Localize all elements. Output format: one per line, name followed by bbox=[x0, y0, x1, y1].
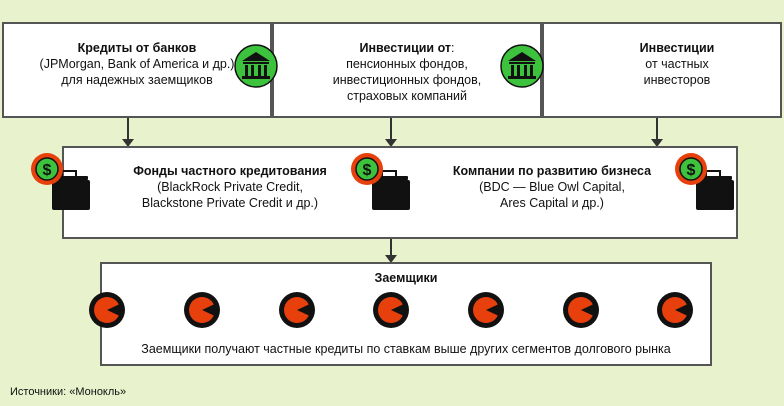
funds-title: Инвестиции от bbox=[359, 41, 452, 55]
funds-line3: страховых компаний bbox=[346, 89, 468, 103]
banks-line1: (JPMorgan, Bank of America и др.) bbox=[39, 57, 235, 71]
banks-title: Кредиты от банков bbox=[77, 41, 197, 55]
borrower-icon bbox=[468, 292, 504, 328]
borrower-icon bbox=[184, 292, 220, 328]
banks-box: Кредиты от банков (JPMorgan, Bank of Ame… bbox=[2, 22, 272, 118]
bdc-line2: Ares Capital и др.) bbox=[500, 196, 604, 210]
funds-title-suffix: : bbox=[451, 41, 455, 55]
arrow-borrowers bbox=[385, 239, 397, 263]
banks-line2: для надежных заемщиков bbox=[61, 73, 213, 87]
borrowers-caption: Заемщики получают частные кредиты по ста… bbox=[141, 342, 671, 356]
svg-text:$: $ bbox=[43, 162, 52, 179]
bdc-title: Компании по развитию бизнеса bbox=[452, 164, 652, 178]
money-briefcase-icon: $ bbox=[351, 153, 410, 210]
credit-funds-title: Фонды частного кредитования bbox=[133, 164, 327, 178]
borrower-icon bbox=[279, 292, 315, 328]
funds-box: Инвестиции от: пенсионных фондов, инвест… bbox=[272, 22, 542, 118]
borrower-icon bbox=[563, 292, 599, 328]
bank-icon bbox=[500, 44, 544, 88]
bank-icon bbox=[234, 44, 278, 88]
bdc-line1: (BDC — Blue Owl Capital, bbox=[479, 180, 625, 194]
borrowers-title: Заемщики bbox=[374, 271, 438, 285]
source-note: Источники: «Монокль» bbox=[10, 386, 127, 398]
borrower-icon bbox=[373, 292, 409, 328]
arrow-banks bbox=[122, 118, 134, 147]
private-box: Инвестиции от частных инвесторов bbox=[542, 22, 782, 118]
private-line2: инвесторов bbox=[643, 73, 711, 87]
funds-line1: пенсионных фондов, bbox=[346, 57, 468, 71]
credit-funds-line1: (BlackRock Private Credit, bbox=[157, 180, 303, 194]
arrow-funds bbox=[385, 118, 397, 147]
credit-funds-block: Фонды частного кредитования (BlackRock P… bbox=[110, 163, 350, 211]
svg-text:$: $ bbox=[687, 162, 696, 179]
private-title: Инвестиции bbox=[639, 41, 715, 55]
credit-funds-line2: Blackstone Private Credit и др.) bbox=[141, 196, 319, 210]
funds-line2: инвестиционных фондов, bbox=[332, 73, 482, 87]
borrower-icon bbox=[89, 292, 125, 328]
money-briefcase-icon: $ bbox=[675, 153, 734, 210]
bdc-block: Компании по развитию бизнеса (BDC — Blue… bbox=[432, 163, 672, 211]
borrower-icon bbox=[657, 292, 693, 328]
money-briefcase-icon: $ bbox=[31, 153, 90, 210]
svg-text:$: $ bbox=[363, 162, 372, 179]
arrow-private bbox=[651, 118, 663, 147]
private-line1: от частных bbox=[645, 57, 709, 71]
